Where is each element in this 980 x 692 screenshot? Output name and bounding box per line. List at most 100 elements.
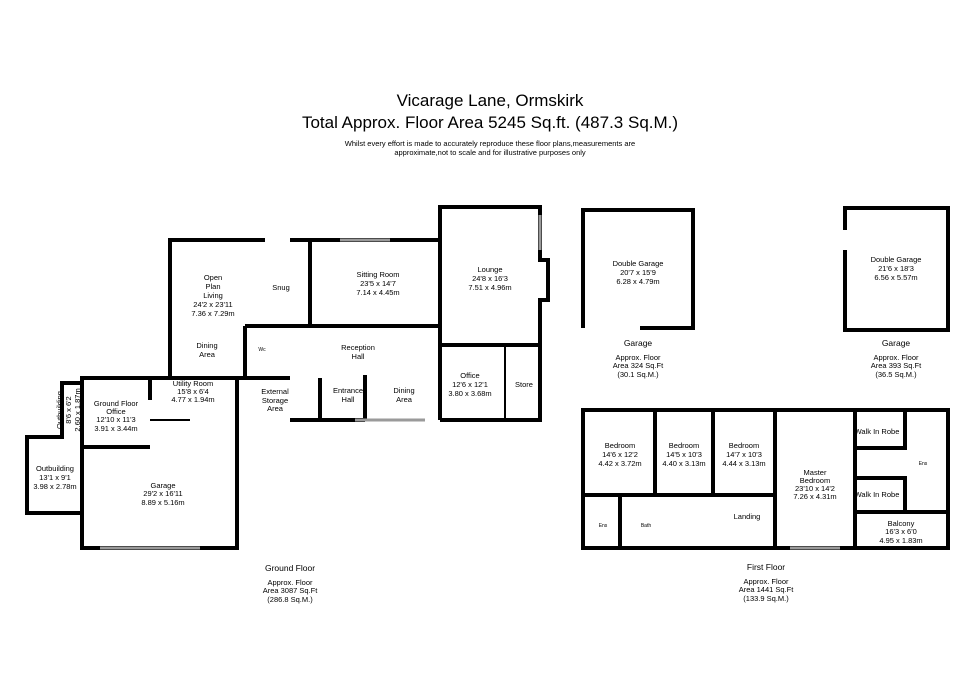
first-floor-label: First Floor — [747, 562, 785, 572]
room-label: 23'5 x 14'7 — [360, 279, 396, 288]
room-label: Garage — [150, 481, 175, 490]
room-label: Hall — [352, 352, 365, 361]
room-label: 6.56 x 5.57m — [874, 273, 917, 282]
room-label: 7.36 x 7.29m — [191, 309, 234, 318]
room-label: Dining — [196, 341, 217, 350]
room-label: Reception — [341, 343, 375, 352]
room-landing: Landing — [734, 512, 761, 521]
room-label: Plan — [205, 282, 220, 291]
room-label: Living — [203, 291, 223, 300]
room-label: Area 3087 Sq.Ft — [263, 586, 319, 595]
room-entrance-hall: Entrance Hall — [333, 386, 363, 404]
room-label: 4.40 x 3.13m — [662, 459, 705, 468]
room-label: (30.1 Sq.M.) — [617, 370, 659, 379]
room-label: 7.14 x 4.45m — [356, 288, 399, 297]
room-label: 20'7 x 15'9 — [620, 268, 656, 277]
room-outbuilding: Outbuilding 13'1 x 9'1 3.98 x 2.78m — [33, 464, 76, 491]
room-label: 13'1 x 9'1 — [39, 473, 71, 482]
room-label: 6.28 x 4.79m — [616, 277, 659, 286]
room-label: 23'10 x 14'2 — [795, 484, 835, 493]
room-label: Hall — [342, 395, 355, 404]
room-label: 4.77 x 1.94m — [171, 395, 214, 404]
room-label: 8.89 x 5.16m — [141, 498, 184, 507]
room-label: 24'8 x 16'3 — [472, 274, 508, 283]
room-label: Area — [267, 404, 284, 413]
room-label: Ground Floor — [265, 563, 315, 573]
room-walk-in-robe-1: Walk In Robe — [855, 427, 900, 436]
room-label: Outbuilding — [55, 391, 64, 429]
room-label: Area 1441 Sq.Ft — [739, 585, 795, 594]
garage-2-plan: Double Garage 21'6 x 18'3 6.56 x 5.57m G… — [843, 206, 950, 379]
room-label: 12'10 x 11'3 — [96, 415, 135, 424]
room-label: 3.91 x 3.44m — [94, 424, 137, 433]
room-external-storage: External Storage Area — [261, 387, 289, 413]
room-label: 16'3 x 6'0 — [885, 527, 917, 536]
room-walk-in-robe-2: Walk In Robe — [855, 490, 900, 499]
room-bedroom-2: Bedroom — [669, 441, 699, 450]
room-label: 14'7 x 10'3 — [726, 450, 762, 459]
room-outbuilding-small: Outbuilding 8'6 x 6'2 2.60 x 1.87m — [55, 388, 82, 431]
room-label: Approx. Floor — [743, 577, 789, 586]
room-sitting-room: Sitting Room 23'5 x 14'7 7.14 x 4.45m — [356, 270, 399, 297]
room-label: Open — [204, 273, 222, 282]
plan-subtitle: Total Approx. Floor Area 5245 Sq.ft. (48… — [302, 113, 678, 132]
room-label: 4.95 x 1.83m — [879, 536, 922, 545]
room-label: Approx. Floor — [615, 353, 661, 362]
room-dining-area-right: Dining Area — [393, 386, 414, 404]
room-bedroom-3: Bedroom — [729, 441, 759, 450]
room-label: Ground Floor — [94, 399, 139, 408]
room-label: Area 393 Sq.Ft — [871, 361, 922, 370]
room-reception-hall: Reception Hall — [341, 343, 375, 361]
room-label: 2.60 x 1.87m — [73, 388, 82, 431]
room-label: Approx. Floor — [873, 353, 919, 362]
room-label: 21'6 x 18'3 — [878, 264, 914, 273]
room-label: Bedroom — [800, 476, 830, 485]
room-label: Utility Room — [173, 379, 213, 388]
room-label: 7.26 x 4.31m — [793, 492, 836, 501]
room-label: Sitting Room — [357, 270, 400, 279]
room-label: 7.51 x 4.96m — [468, 283, 511, 292]
room-label: Area — [396, 395, 413, 404]
room-label: 12'6 x 12'1 — [452, 380, 488, 389]
room-label: 14'6 x 12'2 — [602, 450, 638, 459]
ground-floor-walls — [25, 205, 550, 550]
room-label: 24'2 x 23'11 — [193, 300, 232, 309]
room-bath: Bath — [641, 523, 652, 529]
room-dining-area-left: Dining Area — [196, 341, 217, 359]
room-label: (36.5 Sq.M.) — [875, 370, 917, 379]
room-lounge: Lounge 24'8 x 16'3 7.51 x 4.96m — [468, 265, 511, 292]
room-bedroom-1: Bedroom — [605, 441, 635, 450]
room-store: Store — [515, 380, 533, 389]
room-label: (133.9 Sq.M.) — [743, 594, 789, 603]
room-label: External — [261, 387, 289, 396]
room-label: 8'6 x 6'2 — [64, 396, 73, 423]
room-utility: Utility Room 15'8 x 6'4 4.77 x 1.94m — [171, 379, 214, 404]
room-label: Outbuilding — [36, 464, 74, 473]
room-label: Lounge — [477, 265, 502, 274]
room-label: Entrance — [333, 386, 363, 395]
room-label: Area — [199, 350, 216, 359]
room-snug: Snug — [272, 283, 290, 292]
ground-floor-labels: Open Plan Living 24'2 x 23'11 7.36 x 7.2… — [33, 265, 533, 604]
garage-1-plan: Double Garage 20'7 x 15'9 6.28 x 4.79m G… — [581, 208, 695, 379]
room-label: Office — [106, 407, 125, 416]
room-label: 4.44 x 3.13m — [722, 459, 765, 468]
room-open-plan-living: Open Plan Living 24'2 x 23'11 7.36 x 7.2… — [191, 273, 234, 318]
room-label: 15'8 x 6'4 — [177, 387, 209, 396]
plan-title: Vicarage Lane, Ormskirk — [397, 91, 584, 110]
room-label: 3.80 x 3.68m — [448, 389, 491, 398]
room-label: 29'2 x 16'11 — [143, 489, 182, 498]
ground-floor-caption: Ground Floor Approx. Floor Area 3087 Sq.… — [263, 563, 319, 604]
room-label: 14'5 x 10'3 — [666, 450, 702, 459]
disclaimer-line-1: Whilst every effort is made to accuratel… — [345, 139, 635, 148]
room-label: Storage — [262, 396, 288, 405]
room-label: Approx. Floor — [267, 578, 313, 587]
room-ground-floor-office: Ground Floor Office 12'10 x 11'3 3.91 x … — [94, 399, 139, 433]
room-office: Office 12'6 x 12'1 3.80 x 3.68m — [448, 371, 491, 398]
room-label: Double Garage — [613, 259, 664, 268]
room-ensuite-master: Ens — [919, 461, 928, 467]
room-label: Garage — [882, 338, 911, 348]
room-label: Double Garage — [871, 255, 922, 264]
room-garage: Garage 29'2 x 16'11 8.89 x 5.16m — [141, 481, 184, 507]
